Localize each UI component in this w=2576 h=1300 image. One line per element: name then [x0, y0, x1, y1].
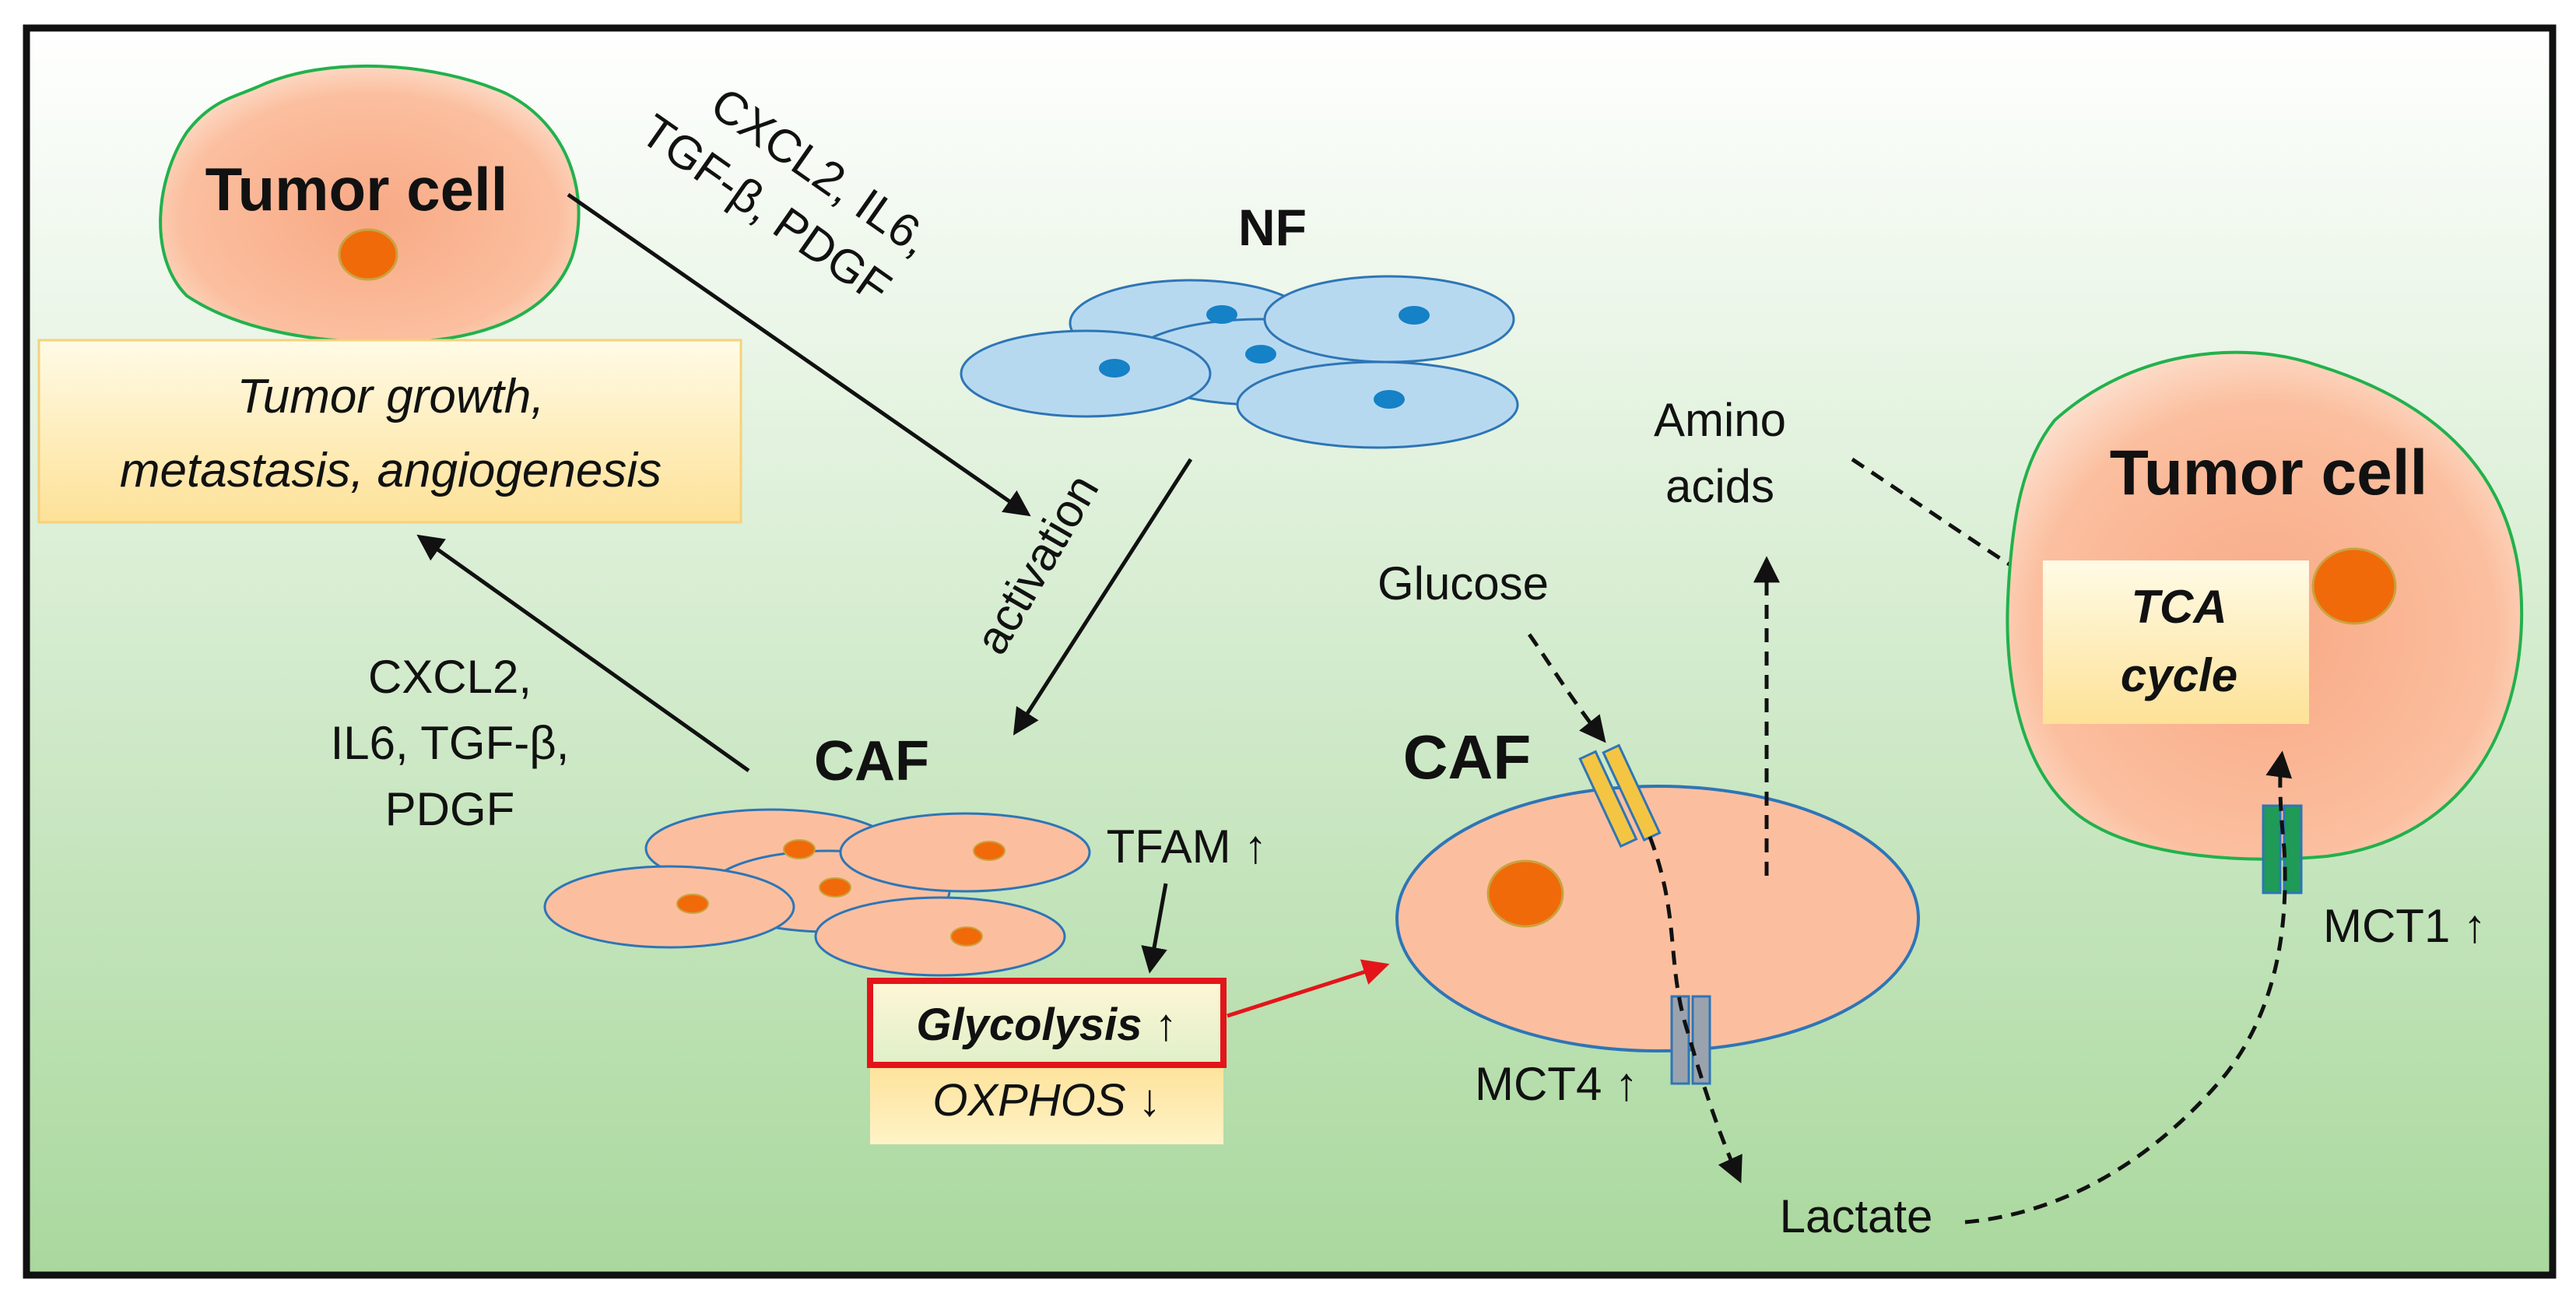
oxphos-box: OXPHOS ↓	[870, 1059, 1223, 1144]
nf-cells	[960, 275, 1519, 449]
arrow-lactate-to-tumor	[1964, 750, 2293, 1224]
glucose-label: Glucose	[1377, 557, 1549, 610]
caf-right-nucleus	[1486, 859, 1564, 928]
caf-right-cell	[1395, 785, 1920, 1052]
tca-box: TCA cycle	[2043, 560, 2309, 724]
amino-acids-line1: Amino	[1654, 394, 1786, 446]
caf-nucleus	[819, 877, 851, 898]
nf-nucleus	[1099, 359, 1130, 378]
arrow-nf-to-caf	[1013, 458, 1193, 736]
caf-left-label: CAF	[814, 730, 929, 792]
oxphos-label: OXPHOS ↓	[932, 1075, 1160, 1126]
tumor-cell-right-label: Tumor cell	[2110, 437, 2428, 508]
amino-acids-line2: acids	[1665, 460, 1774, 512]
arrow-glucose-to-transporter	[1527, 633, 1606, 743]
tumor-effects-line2: metastasis, angiogenesis	[120, 444, 662, 497]
tca-line2: cycle	[2121, 649, 2237, 701]
glycolysis-box: Glycolysis ↑	[867, 978, 1227, 1068]
arrow-tfam-to-glycolysis	[1141, 883, 1168, 974]
arrow-tumor-to-activation	[567, 192, 1031, 517]
glucose-transporter	[1578, 743, 1662, 849]
nf-nucleus	[1374, 390, 1405, 409]
tfam-label: TFAM ↑	[1107, 820, 1268, 873]
mct1-label: MCT1 ↑	[2323, 900, 2487, 952]
signals-bottom-line1: CXCL2,	[368, 651, 532, 703]
caf-nucleus	[973, 841, 1005, 861]
mct4-transporter	[1670, 995, 1711, 1085]
nf-label: NF	[1238, 199, 1307, 256]
tumor-cell-left: Tumor cell	[159, 64, 581, 345]
caf-nucleus	[783, 839, 816, 859]
signals-bottom-line3: PDGF	[385, 783, 515, 835]
caf-cells-left	[543, 808, 1091, 977]
mct4-label: MCT4 ↑	[1475, 1058, 1638, 1110]
nf-nucleus	[1399, 306, 1430, 325]
tumor-effects-box: Tumor growth, metastasis, angiogenesis	[37, 339, 742, 524]
arrow-glycolysis-to-caf	[1227, 959, 1390, 1018]
lactate-label: Lactate	[1780, 1190, 1933, 1242]
caf-right-label: CAF	[1403, 722, 1531, 792]
tumor-effects-line1: Tumor growth,	[237, 370, 544, 423]
glycolysis-label: Glycolysis ↑	[916, 1000, 1177, 1050]
tca-line1: TCA	[2131, 581, 2227, 633]
caf-nucleus	[676, 894, 709, 914]
nf-nucleus	[1245, 345, 1276, 364]
tumor-cell-left-label: Tumor cell	[205, 155, 508, 223]
tumor-cell-left-nucleus	[338, 228, 398, 281]
arrow-caf-to-lactate	[1648, 836, 1742, 1184]
arrow-caf-to-effects	[416, 534, 750, 773]
tumor-cell-right-nucleus	[2311, 547, 2397, 625]
signals-bottom-line2: IL6, TGF-β,	[331, 717, 570, 769]
nf-nucleus	[1206, 305, 1237, 324]
caf-nucleus	[950, 926, 983, 947]
